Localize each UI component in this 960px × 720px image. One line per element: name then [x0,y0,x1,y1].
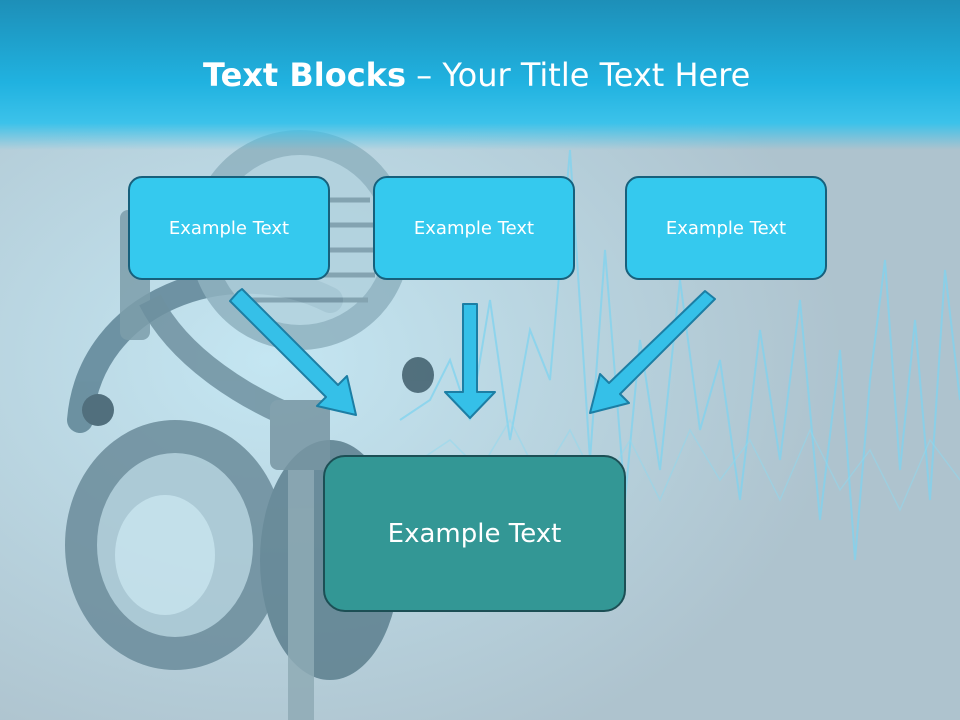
text-block-label: Example Text [665,217,787,239]
title-dash: – [406,56,443,94]
text-block-bottom[interactable]: Example Text [323,455,626,612]
title-bold: Text Blocks [203,56,406,94]
arrow-center [444,303,496,419]
slide-title: Text Blocks – Your Title Text Here [203,56,750,94]
header-band [0,0,960,150]
text-block-label: Example Text [387,518,562,549]
text-block-top-right[interactable]: Example Text [625,176,827,280]
text-block-label: Example Text [168,217,290,239]
title-rest: Your Title Text Here [442,56,751,94]
sound-wave [399,149,960,561]
text-block-top-left[interactable]: Example Text [128,176,330,280]
text-block-top-center[interactable]: Example Text [373,176,575,280]
arrow-left [229,288,357,416]
arrow-right [589,290,716,414]
text-block-label: Example Text [413,217,535,239]
